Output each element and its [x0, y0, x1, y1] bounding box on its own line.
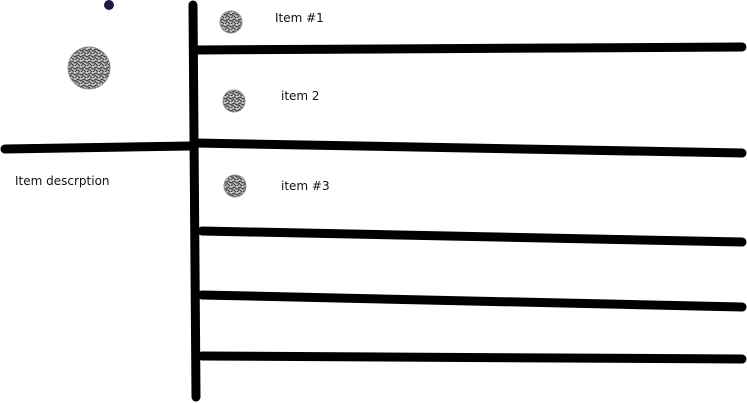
- list-item-label-3[interactable]: item #3: [281, 179, 330, 193]
- row-separator: [192, 42, 747, 55]
- item-description: Item descrption: [15, 174, 110, 188]
- large-avatar-icon[interactable]: [67, 46, 111, 90]
- list-item-label-1[interactable]: Item #1: [275, 11, 324, 25]
- vertical-divider: [188, 0, 201, 402]
- left-panel-divider: [0, 141, 195, 154]
- item-avatar-icon[interactable]: [223, 174, 247, 198]
- status-dot-icon: [104, 0, 114, 10]
- item-avatar-icon[interactable]: [222, 89, 246, 113]
- row-separator: [190, 138, 747, 158]
- row-separator: [197, 290, 747, 312]
- row-separator: [197, 351, 747, 364]
- list-item-label-2[interactable]: item 2: [281, 89, 320, 103]
- row-separator: [197, 226, 747, 247]
- item-avatar-icon[interactable]: [219, 10, 243, 34]
